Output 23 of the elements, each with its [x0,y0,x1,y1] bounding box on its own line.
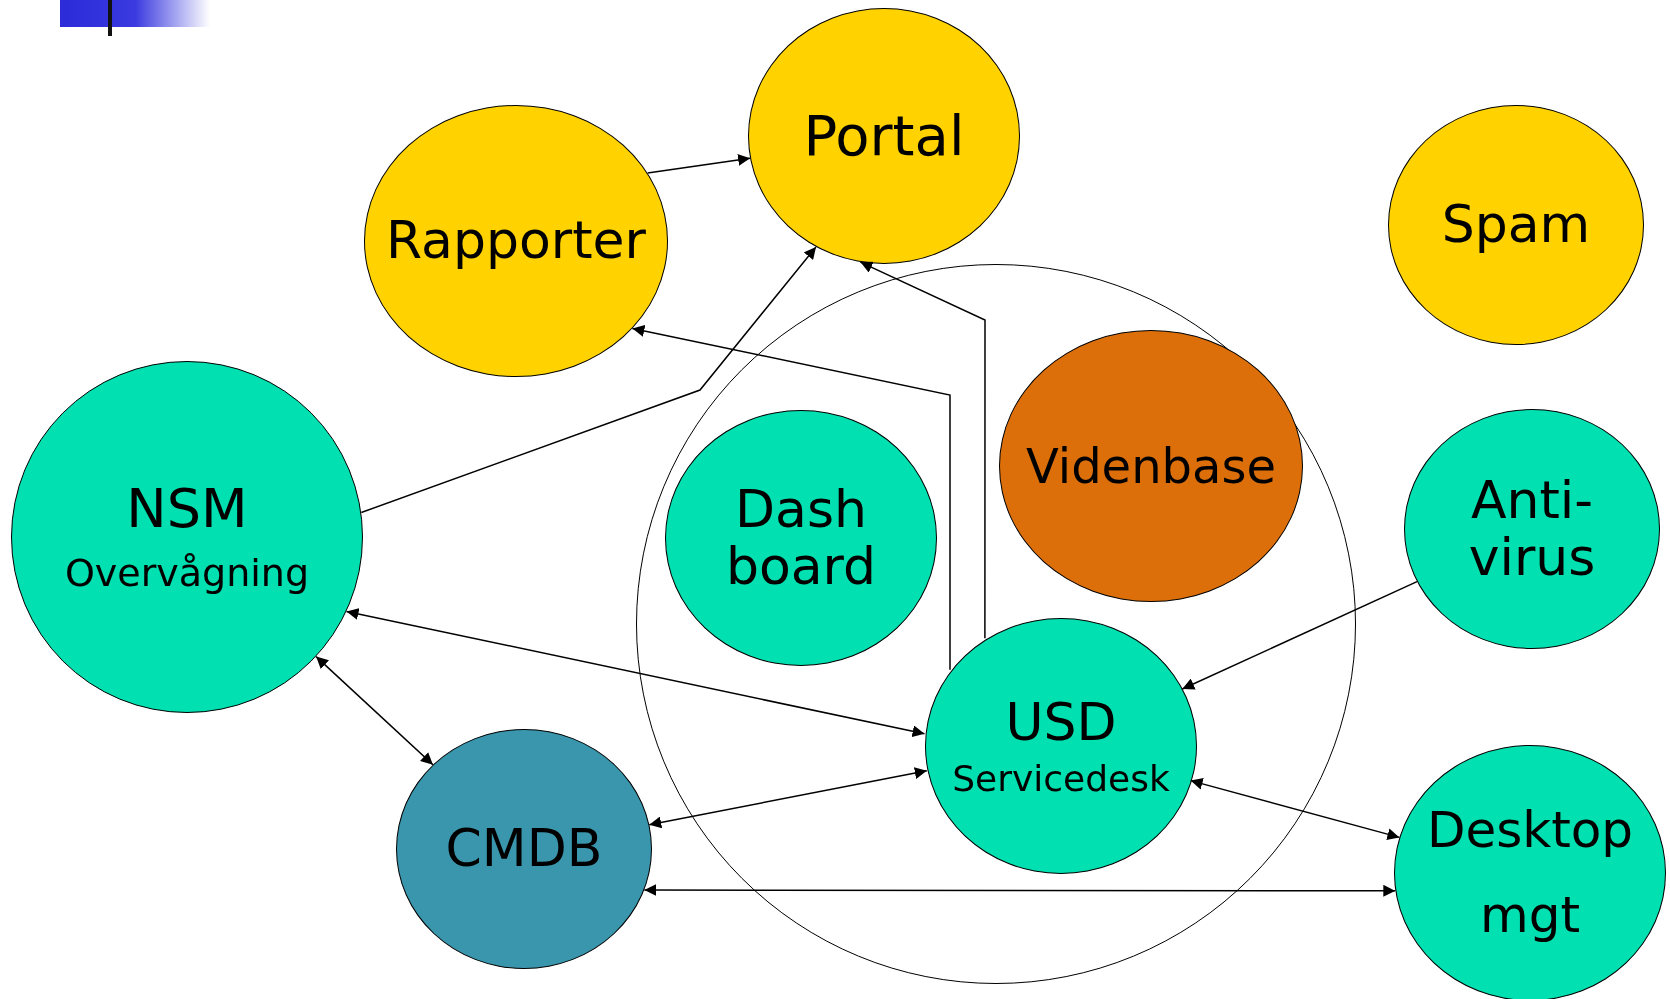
node-label: Rapporter [386,212,646,270]
node-label: NSM [126,479,248,539]
node-label: CMDB [445,820,603,878]
node-label: Overvågning [64,552,310,595]
node-label: Videnbase [1026,439,1276,493]
arrow [315,655,434,766]
arrow [631,325,951,671]
node-label: Portal [803,105,965,167]
node-label: Desktop [1426,803,1634,858]
node-label: USD [1005,693,1117,751]
arrow [646,154,751,174]
arrow [648,767,928,829]
arrow [643,884,1397,897]
node-label: Spam [1441,196,1591,254]
node-label: Anti-virus [1467,471,1597,587]
arrow [345,608,926,738]
arrow [859,261,986,640]
node-label: Dash board [724,480,878,596]
arrow [360,246,817,514]
arrow [1181,580,1418,690]
arrow [1189,777,1401,841]
node-label: Servicedesk [952,758,1170,799]
node-label: mgt [1479,888,1581,943]
